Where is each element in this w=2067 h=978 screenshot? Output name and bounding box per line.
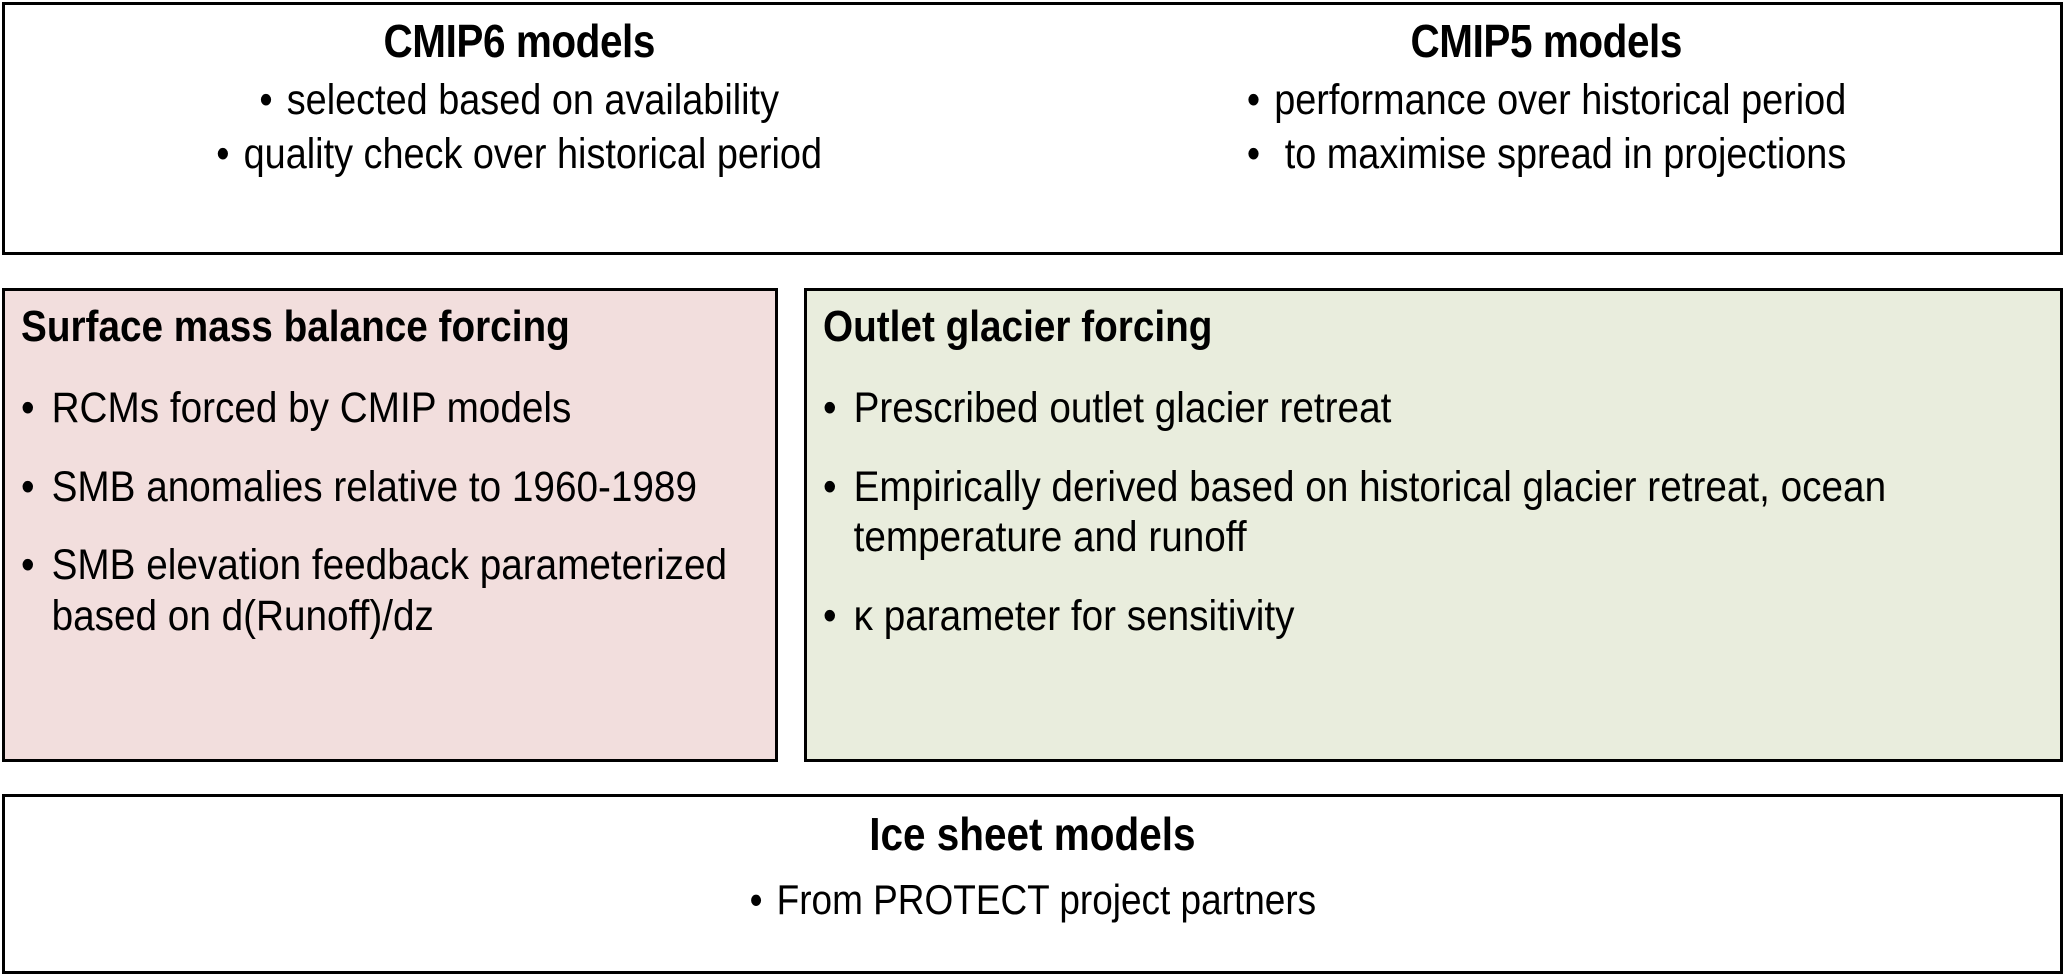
ice-sheet-models-title: Ice sheet models xyxy=(869,808,1196,860)
forcing-row: Surface mass balance forcing • RCMs forc… xyxy=(2,288,2063,762)
smb-bullet-2-text: SMB anomalies relative to 1960-1989 xyxy=(51,462,697,511)
cmip6-column: CMIP6 models • selected based on availabi… xyxy=(5,5,1033,252)
list-item: • Empirically derived based on historica… xyxy=(823,462,2045,563)
outlet-glacier-bullet-list: • Prescribed outlet glacier retreat • Em… xyxy=(823,383,2046,642)
list-item: • SMB elevation feedback parameterized b… xyxy=(21,540,760,641)
list-item: • κ parameter for sensitivity xyxy=(823,591,2045,642)
list-item: • performance over historical period xyxy=(1247,76,1846,124)
list-item: • selected based on availability xyxy=(259,76,779,124)
outlet-glacier-panel-title: Outlet glacier forcing xyxy=(822,302,1213,351)
model-selection-box: CMIP6 models • selected based on availabi… xyxy=(2,2,2063,255)
smb-bullet-3-text: SMB elevation feedback parameterized bas… xyxy=(51,541,728,641)
cmip6-bullet-list: • selected based on availability • quality… xyxy=(175,76,863,178)
bullet-icon: • xyxy=(1246,129,1260,178)
cmip6-bullet-1-text: selected based on availability xyxy=(286,75,779,124)
smb-bullet-1-text: RCMs forced by CMIP models xyxy=(51,384,572,432)
cmip5-bullet-list: • performance over historical period • to… xyxy=(1206,76,1887,178)
cmip5-title: CMIP5 models xyxy=(1410,15,1683,67)
list-item: • SMB anomalies relative to 1960-1989 xyxy=(21,462,760,513)
bullet-icon: • xyxy=(21,384,35,432)
bullet-icon: • xyxy=(749,876,763,923)
bullet-icon: • xyxy=(21,541,35,590)
list-item: • RCMs forced by CMIP models xyxy=(21,383,760,434)
list-item: • Prescribed outlet glacier retreat xyxy=(823,383,2045,434)
list-item: • From PROTECT project partners xyxy=(749,876,1316,923)
outlet-bullet-3-text: κ parameter for sensitivity xyxy=(853,592,1295,641)
bullet-icon: • xyxy=(822,462,837,511)
smb-bullet-list: • RCMs forced by CMIP models • SMB anoma… xyxy=(21,383,761,642)
outlet-glacier-forcing-panel: Outlet glacier forcing • Prescribed outl… xyxy=(803,288,2063,762)
bullet-icon: • xyxy=(822,384,837,432)
outlet-bullet-1-text: Prescribed outlet glacier retreat xyxy=(853,384,1392,432)
bullet-icon: • xyxy=(21,462,35,511)
bullet-icon: • xyxy=(1246,75,1260,124)
cmip6-title: CMIP6 models xyxy=(383,15,655,67)
bullet-icon: • xyxy=(258,75,273,124)
bullet-icon: • xyxy=(215,129,230,178)
list-item: • to maximise spread in projections xyxy=(1247,130,1846,178)
cmip6-bullet-2-text: quality check over historical period xyxy=(243,129,822,178)
outlet-bullet-2-text: Empirically derived based on historical … xyxy=(853,462,1887,562)
cmip5-bullet-2-text: to maximise spread in projections xyxy=(1273,129,1846,178)
bullet-icon: • xyxy=(822,592,837,641)
cmip5-bullet-1-text: performance over historical period xyxy=(1273,75,1846,124)
surface-mass-balance-forcing-panel: Surface mass balance forcing • RCMs forc… xyxy=(2,288,778,762)
cmip5-column: CMIP5 models • performance over historica… xyxy=(1033,5,2061,252)
list-item: • quality check over historical period xyxy=(216,130,822,178)
ice-sheet-models-box: Ice sheet models • From PROTECT project p… xyxy=(2,794,2063,974)
smb-panel-title: Surface mass balance forcing xyxy=(21,302,570,351)
ice-sheet-bullet-1-text: From PROTECT project partners xyxy=(776,876,1316,923)
